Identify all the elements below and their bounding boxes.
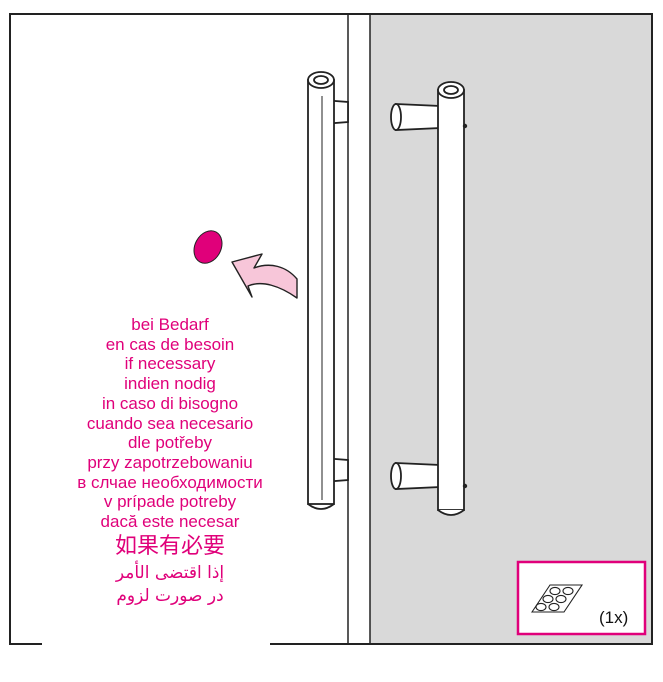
placement-arrow-icon bbox=[231, 253, 298, 299]
instruction-fr: en cas de besoin bbox=[105, 334, 235, 354]
instruction-zh: 如果有必要 bbox=[114, 533, 225, 559]
door-gap bbox=[347, 14, 371, 644]
instruction-es: cuando sea necesario bbox=[86, 413, 254, 433]
instruction-it: in caso di bisogno bbox=[101, 393, 239, 413]
right-handle bbox=[390, 81, 468, 516]
adhesive-pad-dot bbox=[193, 230, 223, 264]
instruction-fa: در صورت لزوم bbox=[116, 585, 224, 606]
instruction-en: if necessary bbox=[124, 354, 216, 374]
frame-outline bbox=[9, 13, 653, 645]
left-handle bbox=[307, 71, 349, 510]
adhesive-pads-sheet-icon bbox=[530, 584, 584, 613]
instruction-pl: przy zapotrzebowaniu bbox=[87, 452, 253, 472]
instruction-nl: indien nodig bbox=[124, 374, 216, 394]
instruction-text-block: bei Bedarf en cas de besoin if necessary… bbox=[0, 315, 340, 608]
instruction-cs: dle potřeby bbox=[127, 433, 213, 453]
instruction-de: bei Bedarf bbox=[131, 315, 209, 334]
instruction-ro: dacă este necesar bbox=[100, 512, 240, 532]
quantity-label: (1x) bbox=[599, 608, 629, 627]
instruction-ar: إذا اقتضى الأمر bbox=[115, 562, 225, 583]
instruction-sk: v prípade potreby bbox=[103, 492, 237, 512]
parts-box bbox=[516, 560, 647, 636]
instruction-ru: в слчае необходимости bbox=[77, 472, 263, 492]
